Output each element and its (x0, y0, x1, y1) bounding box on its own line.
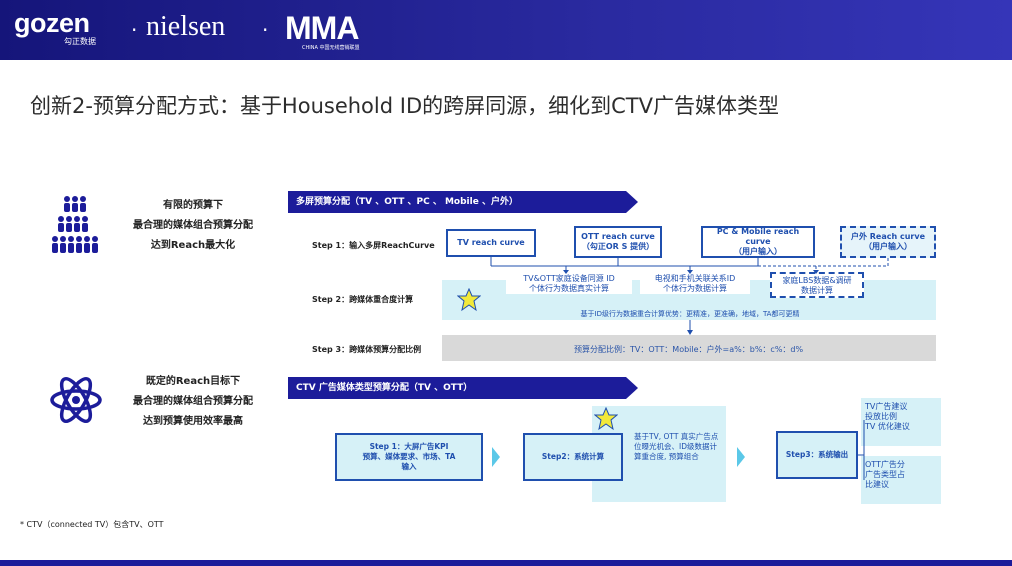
mma-logo-subtitle: CHINA 中国无线营销联盟 (302, 45, 360, 51)
header-bar: gozen 勾正数据 · nielsen · MMA CHINA 中国无线营销联… (0, 0, 1012, 60)
ott-output-box: OTT广告分 广告类型占 比建议 (861, 456, 941, 504)
left-bottom-line2: 最合理的媒体组合预算分配 (133, 396, 253, 407)
tv-reach-curve-box: TV reach curve (446, 229, 536, 257)
step3-band (442, 335, 936, 361)
gozen-logo: gozen (14, 8, 90, 38)
logo-separator: · (131, 18, 138, 42)
people-group-icon (52, 196, 98, 253)
tv-ott-overlap-note: TV&OTT家庭设备同源 ID 个体行为数据真实计算 (506, 274, 632, 294)
bottom-bar (0, 560, 1012, 566)
ctv-step2-box: Step2：系统计算 (523, 433, 623, 481)
footnote: * CTV（connected TV）包含TV、OTT (20, 520, 164, 529)
atom-icon (50, 376, 102, 424)
star-icon (457, 288, 481, 312)
step1-label: Step 1：输入多屏ReachCurve (312, 241, 435, 250)
mma-logo: MMA (285, 10, 359, 46)
page-title: 创新2-预算分配方式：基于Household ID的跨屏同源，细化到CTV广告媒… (30, 94, 779, 118)
left-bottom-line1: 既定的Reach目标下 (145, 376, 241, 387)
left-top-line1: 有限的预算下 (163, 200, 223, 211)
left-bottom-line3: 达到预算使用效率最高 (143, 416, 243, 427)
ott-reach-curve-box: OTT reach curve （勾正OR S 提供） (574, 226, 662, 258)
tv-mobile-overlap-note: 电视和手机关联关系ID 个体行为数据计算 (640, 274, 750, 294)
left-top-line2: 最合理的媒体组合预算分配 (133, 220, 253, 231)
step3-label: Step 3：跨媒体预算分配比例 (312, 345, 422, 354)
multi-screen-banner: 多屏预算分配（TV 、OTT 、PC 、 Mobile 、户外） (288, 191, 638, 213)
calc-note: 基于TV, OTT 真实广告点位曝光机会、ID级数据计算重合度, 预算组合 (634, 432, 722, 484)
pc-mobile-reach-curve-box: PC & Mobile reach curve （用户输入） (701, 226, 815, 258)
id-advantage-note: 基于ID级行为数据重合计算优势：更精准，更准确，地域，TA都可更精 (580, 310, 800, 318)
nielsen-logo: nielsen (146, 11, 226, 42)
flow-arrow-icon (737, 447, 745, 467)
star-icon (594, 407, 618, 431)
outdoor-reach-curve-box: 户外 Reach curve （用户输入） (840, 226, 936, 258)
budget-ratio-text: 预算分配比例：TV：OTT：Mobile：户外=a%：b%：c%：d% (574, 345, 804, 354)
gozen-logo-subtitle: 勾正数据 (64, 37, 96, 46)
logo-separator: · (262, 18, 269, 42)
flow-arrow-icon (492, 447, 500, 467)
ctv-step3-box: Step3：系统输出 (776, 431, 858, 479)
left-top-line3: 达到Reach最大化 (150, 240, 236, 251)
step2-label: Step 2：跨媒体重合度计算 (312, 295, 414, 304)
left-bottom-text: 既定的Reach目标下 最合理的媒体组合预算分配 达到预算使用效率最高 (108, 372, 278, 432)
outdoor-overlap-note: 家庭LBS数据&调研 数据计算 (770, 272, 864, 298)
tv-output-box: TV广告建议 投放比例 TV 优化建议 (861, 398, 941, 446)
ctv-step1-box: Step 1：大屏广告KPI 预算、媒体要求、市场、TA 输入 (335, 433, 483, 481)
left-top-text: 有限的预算下 最合理的媒体组合预算分配 达到Reach最大化 (108, 196, 278, 256)
ctv-banner: CTV 广告媒体类型预算分配（TV 、OTT） (288, 377, 638, 399)
